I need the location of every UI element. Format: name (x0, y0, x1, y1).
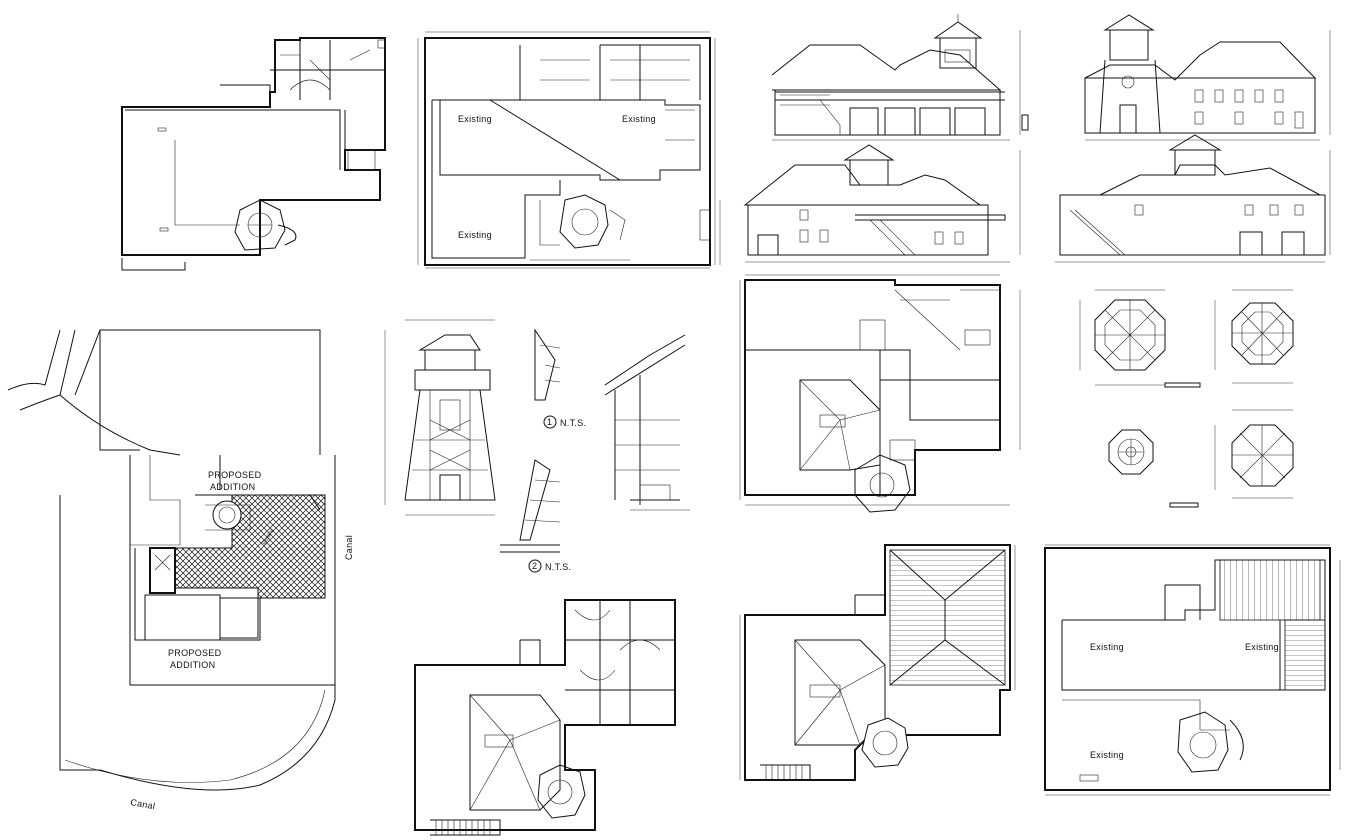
octagon-plan-4 (1214, 409, 1294, 499)
label-addition: ADDITION (210, 482, 255, 492)
elevation-side-left (743, 144, 1021, 263)
tower-octagon-details (1079, 289, 1294, 508)
detail-number: 2 (532, 561, 537, 571)
elevation-rear (1084, 14, 1331, 141)
label-existing: Existing (458, 114, 492, 124)
tower-elevation (384, 319, 496, 516)
site-plan: PROPOSED ADDITION PROPOSED ADDITION Cana… (7, 329, 354, 811)
elevation-side-right (1055, 134, 1331, 263)
label-existing: Existing (1245, 642, 1279, 652)
roof-framing-plan (739, 544, 1016, 781)
label-proposed: PROPOSED (168, 648, 222, 658)
label-existing: Existing (458, 230, 492, 240)
elevation-front (771, 14, 1029, 141)
label-existing: Existing (1090, 750, 1124, 760)
label-addition: ADDITION (170, 660, 215, 670)
octagon-plan-3 (1108, 429, 1154, 475)
detail-number: 1 (547, 417, 552, 427)
floor-plan-bottom-center (414, 599, 676, 836)
section-details: 1 N.T.S. 2 N.T.S. (500, 328, 690, 573)
floor-plan-center (739, 274, 1021, 513)
label-existing: Existing (622, 114, 656, 124)
label-nts: N.T.S. (545, 562, 571, 572)
floor-plan-existing-1: Existing Existing Existing (417, 31, 721, 269)
label-canal: Canal (344, 535, 354, 560)
title-bar (1164, 382, 1201, 388)
label-proposed: PROPOSED (208, 470, 262, 480)
label-existing: Existing (1090, 642, 1124, 652)
floor-plan-top-left (121, 37, 386, 271)
label-canal: Canal (130, 797, 156, 811)
label-nts: N.T.S. (560, 418, 586, 428)
octagon-plan-1 (1079, 289, 1166, 386)
octagon-plan-2 (1214, 289, 1294, 384)
floor-plan-existing-2: Existing Existing Existing (1044, 544, 1341, 796)
title-bar (1169, 502, 1199, 508)
